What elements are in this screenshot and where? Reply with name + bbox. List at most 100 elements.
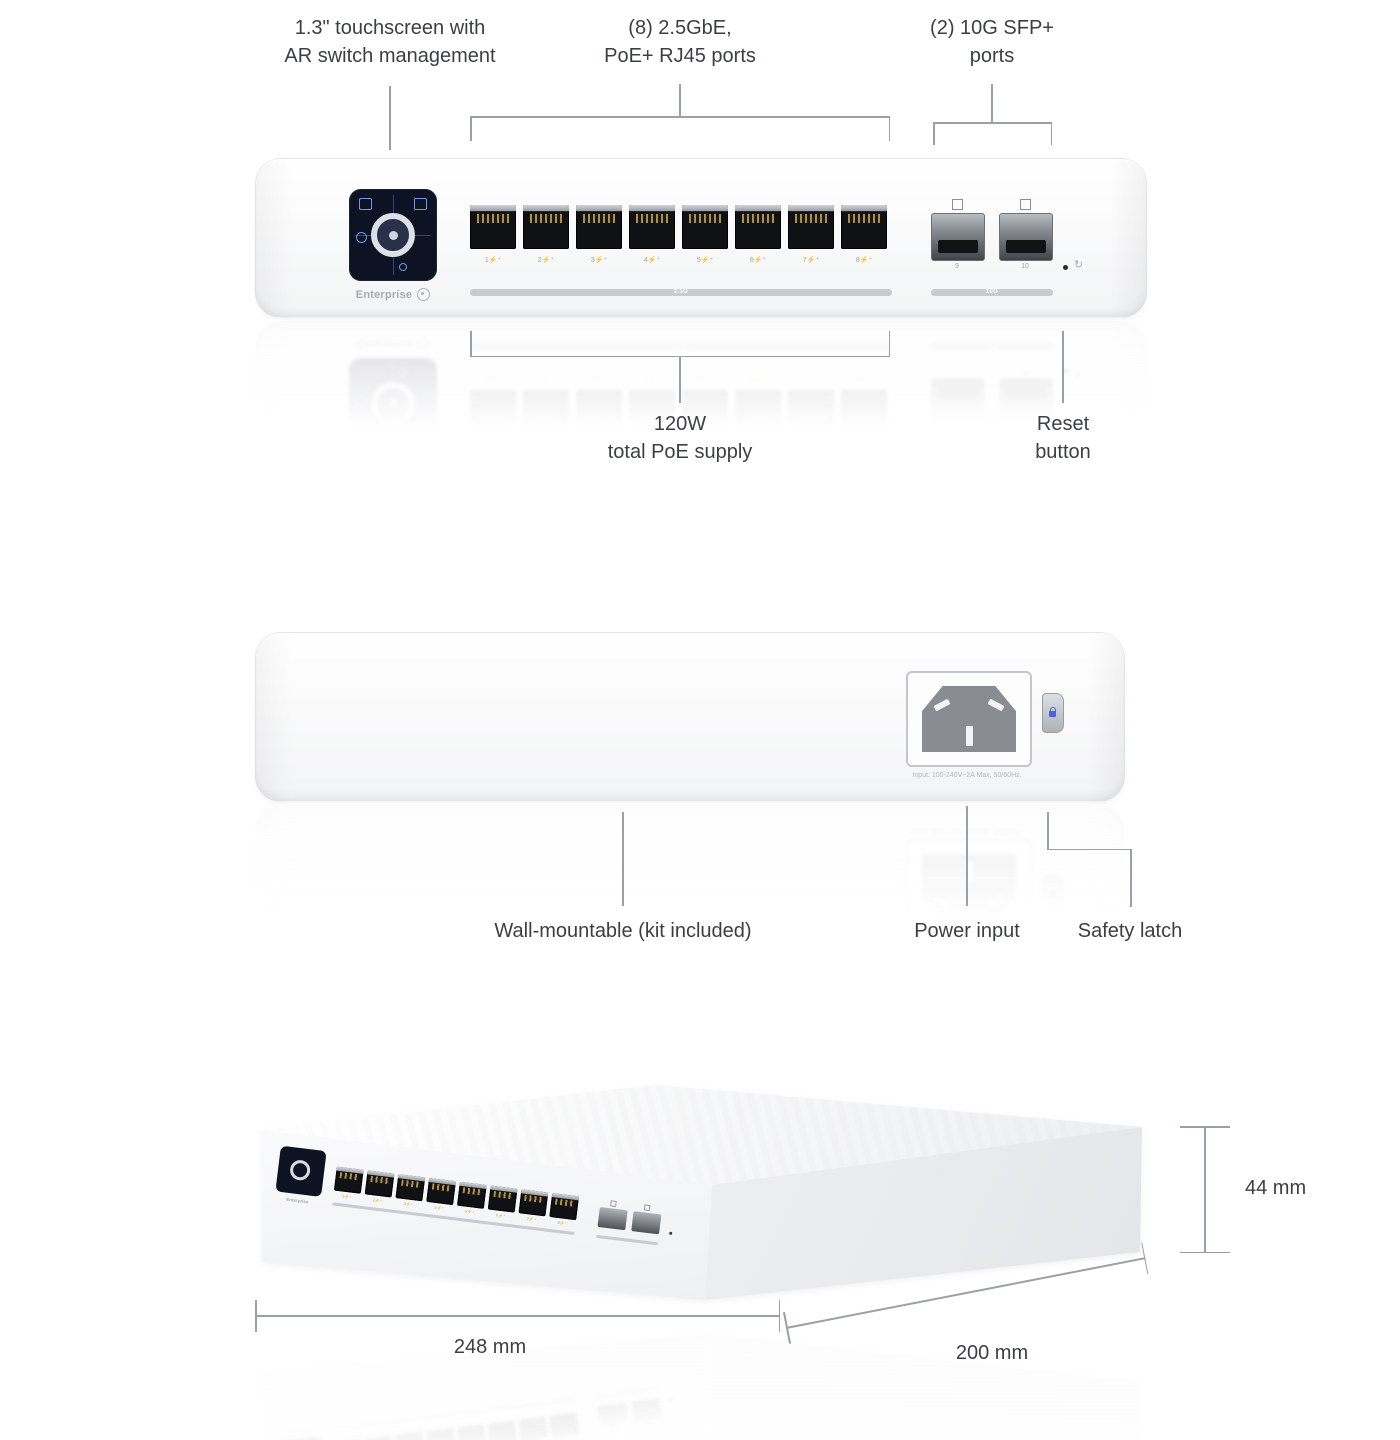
rj45-port-label: 8⚡⁺ <box>557 1219 568 1227</box>
latch-lock-icon <box>1049 707 1056 717</box>
rj45-port-label: 7⚡⁺ <box>802 257 820 264</box>
rj45-jack <box>549 1193 580 1221</box>
rj45-port: 3⚡⁺ <box>576 205 622 269</box>
poe-bracket-tick-right <box>888 331 890 357</box>
sfp-bracket-tick-left <box>933 122 935 145</box>
rj45-port: 7⚡⁺ <box>788 205 834 269</box>
rj45-jack <box>788 205 834 249</box>
rj45-jack <box>629 205 675 249</box>
rj45-port-label: 3⚡⁺ <box>403 1201 414 1208</box>
sfp-indicator-10 <box>1020 199 1031 210</box>
brand-logo-icon <box>417 288 431 301</box>
brand-label: Enterprise <box>355 288 413 301</box>
switch-perspective-view: Enterprise 1⚡⁺2⚡⁺3⚡⁺4⚡⁺5⚡⁺6⚡⁺7⚡⁺8⚡⁺ <box>240 1318 1160 1440</box>
touchscreen-callout-label: 1.3" touchscreen with AR switch manageme… <box>284 17 496 68</box>
sfp-bracket-tick-right <box>1050 122 1052 145</box>
rj45-port-label: 7⚡⁺ <box>526 1216 537 1223</box>
rj45-port-label: 1⚡⁺ <box>341 1193 352 1200</box>
rj45-port-label: 8⚡⁺ <box>855 257 873 264</box>
poe-callout-stem <box>679 357 681 403</box>
rj45-port: 8⚡⁺ <box>841 205 887 269</box>
switch-back-view: Input: 100-240V~2A Max, 50/60Hz. <box>255 805 1125 975</box>
lock-icon <box>414 198 427 210</box>
rj45-port-label: 5⚡⁺ <box>464 1208 475 1215</box>
sfp-port-9-label: 9 <box>955 263 959 270</box>
power-inlet <box>906 671 1032 767</box>
rj45-port: 4⚡⁺ <box>425 1177 456 1212</box>
rj45-port-label: 4⚡⁺ <box>643 257 661 264</box>
rj45-jack <box>395 1174 426 1202</box>
rj45-jack <box>487 1185 518 1213</box>
sfp-bracket <box>933 122 1052 124</box>
depth-dimension-label: 200 mm <box>955 1342 1029 1364</box>
poe-callout-label: 120W total PoE supply <box>607 413 753 464</box>
rj45-port: 2⚡⁺ <box>364 1170 395 1204</box>
sfp-port-10 <box>999 213 1053 261</box>
sfp-indicator-9 <box>952 199 963 210</box>
touchscreen <box>349 189 437 281</box>
rj45-jack <box>841 205 887 249</box>
touchscreen-callout-line <box>389 86 391 150</box>
rj45-port: 3⚡⁺ <box>395 1174 426 1208</box>
rj45-jack <box>426 1177 456 1206</box>
sfp-callout-label: (2) 10G SFP+ ports <box>930 17 1054 68</box>
rj45-jack <box>523 205 569 249</box>
power-input-callout-label: Power input <box>914 920 1020 942</box>
speed-band-2-5g-label: 2.5G <box>673 289 689 295</box>
wall-mount-callout-label: Wall-mountable (kit included) <box>494 920 752 942</box>
rj45-jack <box>518 1189 549 1217</box>
height-dimension-label: 44 mm <box>1245 1177 1307 1199</box>
screen-icon <box>359 198 372 210</box>
rj45-port-label: 2⚡⁺ <box>537 257 555 264</box>
rj45-jack <box>333 1166 364 1194</box>
height-dimension-line <box>1180 1126 1230 1253</box>
wall-mount-callout-line <box>622 812 624 906</box>
sfp-indicator-mini-10 <box>643 1204 651 1212</box>
sfp-port-mini-9 <box>597 1206 628 1231</box>
rj45-port-label: 3⚡⁺ <box>590 257 608 264</box>
safety-latch <box>1042 693 1064 733</box>
rj45-port-label: 2⚡⁺ <box>372 1197 383 1204</box>
rj45-callout-stem <box>679 84 681 117</box>
rj45-callout-label: (8) 2.5GbE, PoE+ RJ45 ports <box>604 17 756 68</box>
speed-band-2-5g: 2.5G <box>470 289 892 296</box>
rj45-port: 6⚡⁺ <box>487 1185 518 1220</box>
reset-icon: ↻ <box>1074 259 1084 271</box>
dot-icon <box>399 263 407 271</box>
rj45-port: 5⚡⁺ <box>456 1181 487 1216</box>
safety-latch-callout-label: Safety latch <box>1077 920 1183 942</box>
power-pin-center <box>965 726 973 746</box>
sfp-indicator-mini-9 <box>610 1200 617 1207</box>
rj45-port-label: 1⚡⁺ <box>484 257 502 264</box>
power-pin-left <box>933 698 951 712</box>
power-input-callout-line <box>966 806 968 906</box>
rj45-port: 4⚡⁺ <box>629 205 675 269</box>
reset-button <box>1063 265 1068 270</box>
rj45-port-label: 5⚡⁺ <box>696 257 714 264</box>
rj45-jack <box>682 205 728 249</box>
power-pin-right <box>987 698 1005 712</box>
sfp-callout-stem <box>991 84 993 123</box>
poe-bracket-tick-left <box>470 331 472 357</box>
info-icon <box>356 232 367 243</box>
switch-back-view: Input: 100-240V~2A Max, 50/60Hz. <box>255 632 1125 802</box>
rj45-port: 1⚡⁺ <box>470 205 516 269</box>
power-rating-text: Input: 100-240V~2A Max, 50/60Hz. <box>912 772 1022 779</box>
rj45-jack <box>576 205 622 249</box>
rj45-bracket-tick-left <box>470 116 472 141</box>
poe-bracket <box>470 355 890 357</box>
sfp-port-mini-10 <box>631 1211 662 1235</box>
touchscreen-dial <box>371 213 415 257</box>
speed-band-10g-label: 10G <box>985 289 999 295</box>
rj45-port-label: 6⚡⁺ <box>749 257 767 264</box>
width-dimension-label: 248 mm <box>453 1336 527 1358</box>
rj45-port: 1⚡⁺ <box>333 1166 364 1201</box>
width-dimension-line <box>255 1300 780 1332</box>
rj45-bracket-tick-right <box>888 116 890 141</box>
rj45-jack <box>470 205 516 249</box>
sfp-port-10-label: 10 <box>1021 263 1029 270</box>
rj45-port: 6⚡⁺ <box>735 205 781 269</box>
rj45-port-group: 1⚡⁺ 2⚡⁺ 3⚡⁺ 4⚡⁺ 5⚡⁺ 6⚡⁺ 7⚡⁺ 8⚡⁺ <box>470 205 892 269</box>
rj45-port: 2⚡⁺ <box>523 205 569 269</box>
